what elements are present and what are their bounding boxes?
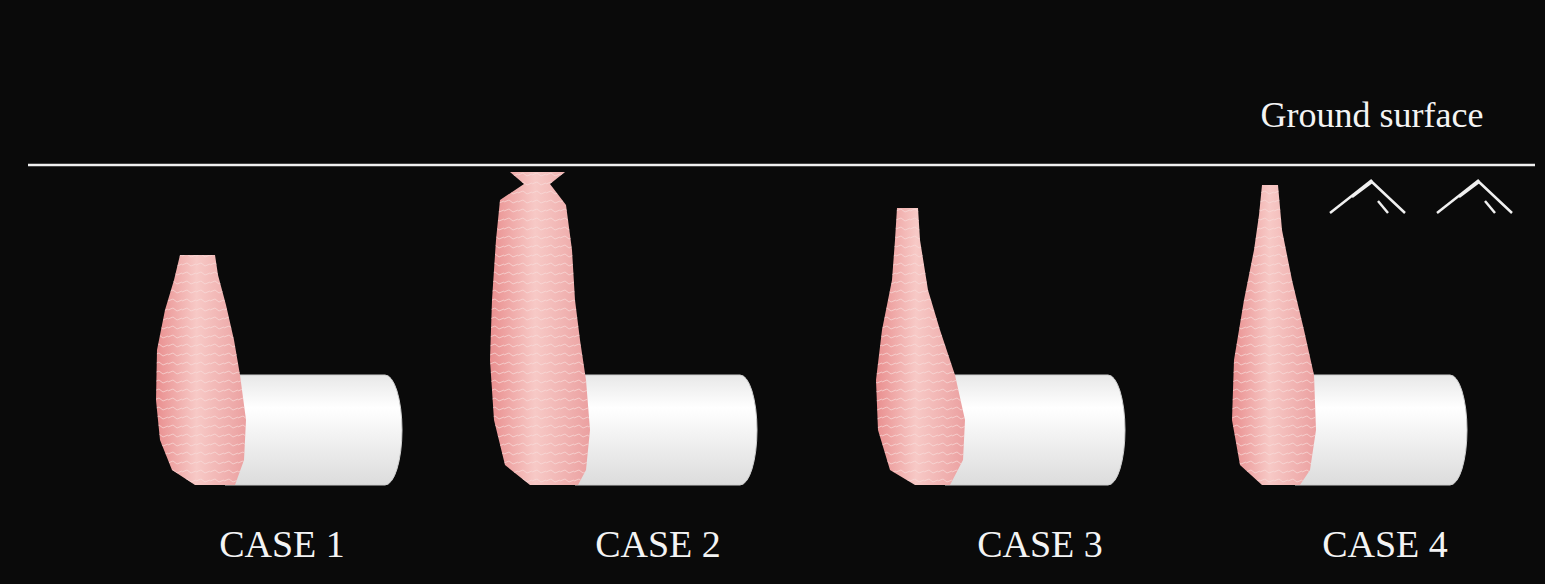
tunnel-case-1 [156,255,402,485]
case-label: CASE 3 [977,525,1103,563]
case-label: CASE 4 [1322,525,1448,563]
tunnel-case-2 [490,172,757,485]
tunnel-case-4 [1232,185,1467,485]
case-label: CASE 2 [595,525,721,563]
ground-symbol [1330,180,1512,213]
case-label: CASE 1 [219,525,345,563]
ground-surface-label: Ground surface [1261,97,1484,133]
ground-line [28,164,1535,167]
tunnel-case-3 [876,208,1125,485]
